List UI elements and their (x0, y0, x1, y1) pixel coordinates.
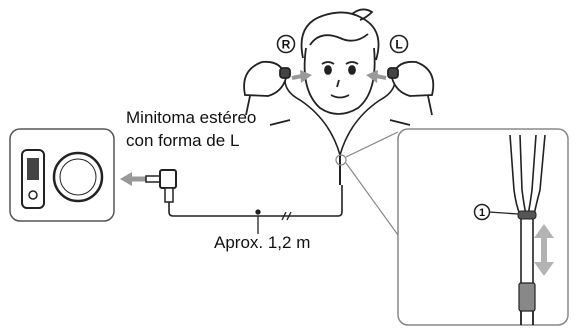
insert-right-arrow-icon (291, 70, 312, 83)
cable (168, 79, 396, 217)
plug-label-line-1: Minitoma estéreo (126, 108, 257, 127)
cord-slider-icon (517, 210, 537, 220)
person-head-illustration (269, 8, 411, 126)
adjust-double-arrow-icon (534, 224, 554, 276)
cable-length-label: Aprox. 1,2 m (214, 233, 311, 252)
device-panel (9, 128, 115, 222)
insert-left-arrow-icon (366, 70, 387, 83)
walkman-player-icon (21, 149, 45, 209)
right-marker: R (276, 34, 296, 54)
connect-arrow-icon (120, 172, 146, 186)
cd-player-icon (52, 151, 104, 203)
right-hand-earbud-icon (243, 60, 291, 116)
callout-number-text: 1 (479, 207, 485, 219)
l-shaped-plug-icon (145, 169, 177, 203)
right-marker-text: R (282, 38, 291, 52)
detail-zoom-panel: 1 (397, 128, 569, 326)
left-marker-text: L (395, 38, 402, 52)
left-hand-earbud-icon (387, 60, 435, 116)
left-marker: L (389, 34, 409, 54)
callout-number-1: 1 (473, 203, 519, 221)
zoom-callout-lines (335, 131, 399, 236)
cable-break-icon (255, 209, 292, 234)
plug-end-icon (518, 282, 536, 325)
plug-label-line-2: con forma de L (126, 131, 240, 150)
